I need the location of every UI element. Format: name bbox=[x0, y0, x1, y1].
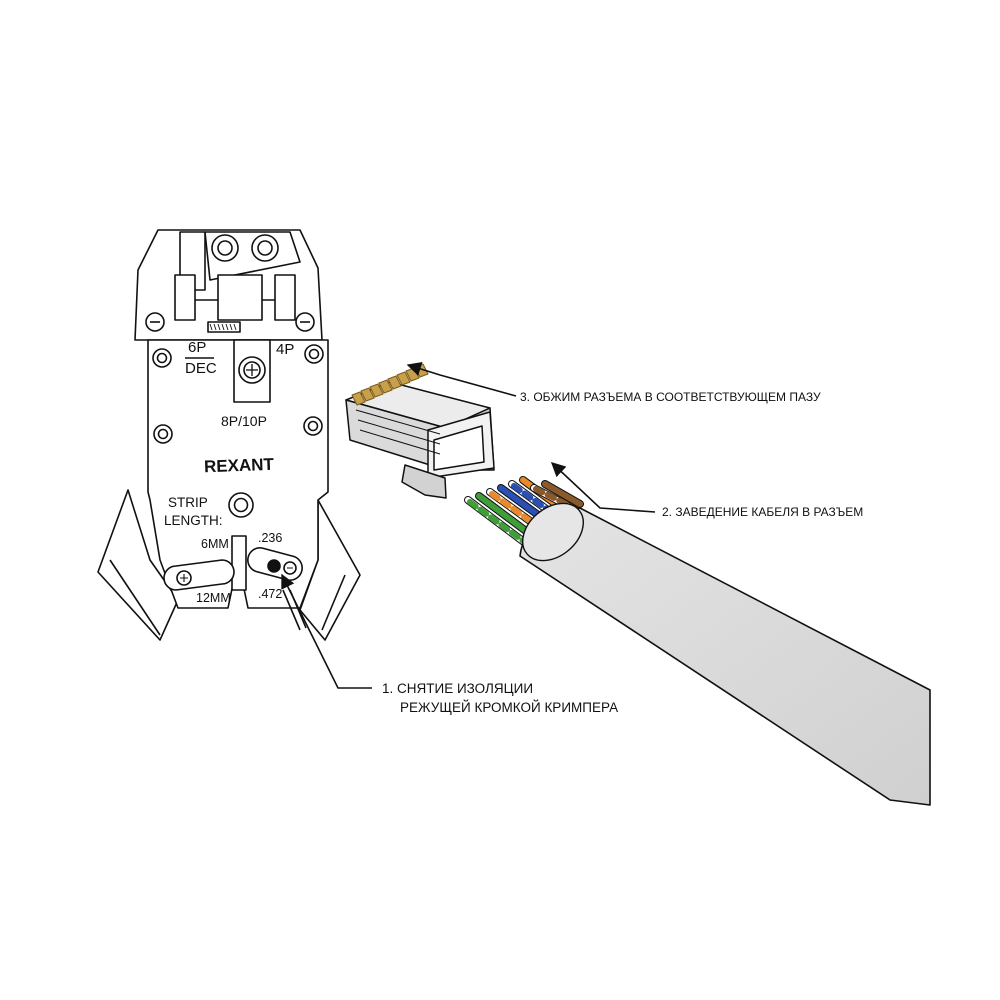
rj45-latch bbox=[401, 464, 447, 499]
step-3-label: 3. ОБЖИМ РАЗЪЕМА В СООТВЕТСТВУЮЩЕМ ПАЗУ bbox=[520, 390, 821, 404]
slot-label-dec: DEC bbox=[185, 360, 217, 377]
cable-jacket bbox=[519, 507, 931, 806]
slot-label-8p10p: 8P/10P bbox=[221, 413, 267, 429]
strip-label-236: .236 bbox=[258, 531, 282, 545]
strip-label-2: LENGTH: bbox=[164, 513, 223, 528]
slot-label-6p: 6P bbox=[188, 339, 206, 356]
arrow-step-1 bbox=[281, 573, 372, 689]
slot-label-4p: 4P bbox=[276, 341, 294, 358]
step-2-label: 2. ЗАВЕДЕНИЕ КАБЕЛЯ В РАЗЪЕМ bbox=[662, 505, 863, 519]
strip-label-472: .472 bbox=[258, 587, 282, 601]
callout-arrows bbox=[281, 361, 656, 689]
rj45-connector bbox=[345, 363, 495, 499]
strip-label-12mm: 12MM bbox=[196, 591, 231, 605]
crimping-tool bbox=[97, 229, 361, 641]
step-1-label-line1: 1. СНЯТИЕ ИЗОЛЯЦИИ bbox=[382, 681, 533, 696]
step-1-label-line2: РЕЖУЩЕЙ КРОМКОЙ КРИМПЕРА bbox=[400, 700, 618, 715]
strip-label-6mm: 6MM bbox=[201, 537, 229, 551]
strip-marker-dot bbox=[267, 559, 281, 573]
network-cable bbox=[464, 476, 931, 806]
tool-left-handle bbox=[97, 489, 179, 641]
brand-logo: REXANT bbox=[204, 455, 275, 476]
strip-label-1: STRIP bbox=[168, 495, 208, 510]
arrow-step-2 bbox=[550, 462, 656, 513]
blade-slot bbox=[231, 535, 247, 591]
arrow-step-3 bbox=[406, 361, 517, 397]
twisted-wires bbox=[464, 476, 584, 549]
